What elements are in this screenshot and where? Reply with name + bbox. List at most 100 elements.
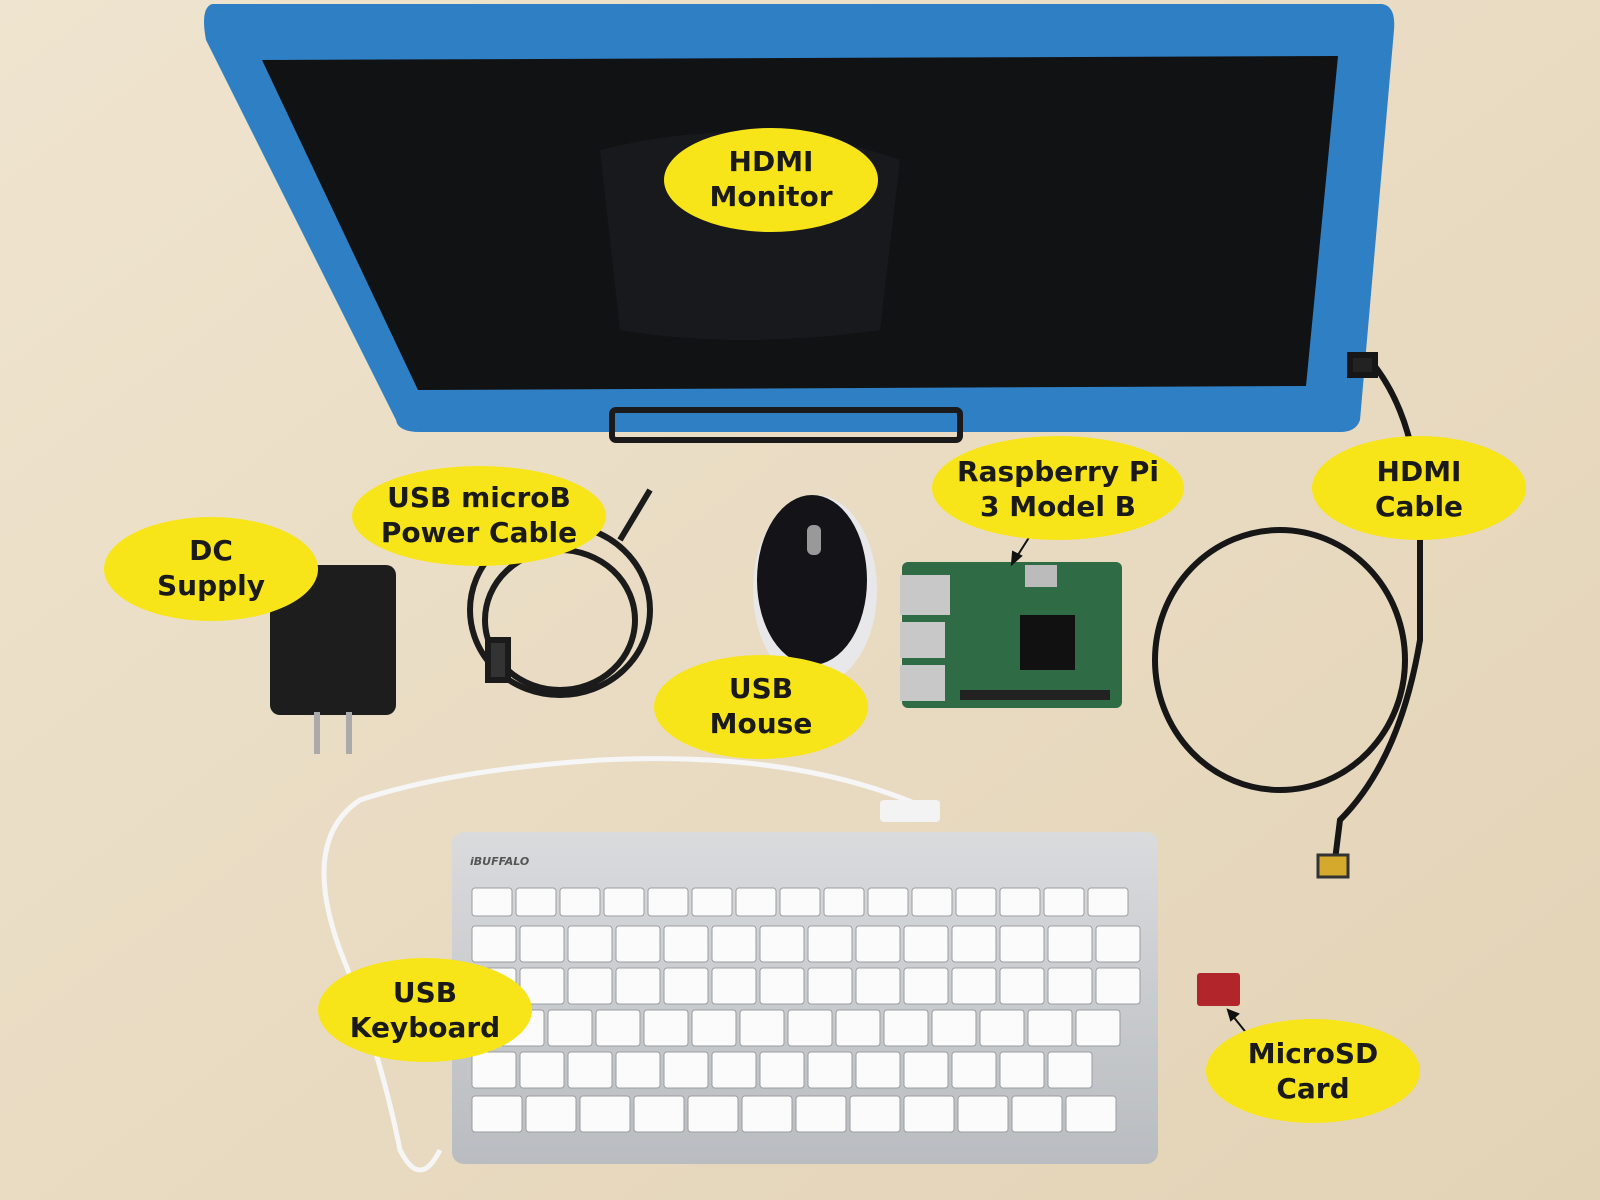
keyboard-key <box>903 967 949 1005</box>
keyboard-key <box>807 967 853 1005</box>
keyboard-key <box>759 967 805 1005</box>
keyboard-key <box>1087 887 1129 917</box>
keyboard-key <box>903 1095 955 1133</box>
keyboard-key <box>931 1009 977 1047</box>
keyboard-key <box>759 925 805 963</box>
keyboard-key <box>663 967 709 1005</box>
keyboard-key <box>567 925 613 963</box>
keyboard-brand: iBUFFALO <box>470 855 529 868</box>
keyboard-key <box>1047 1051 1093 1089</box>
keyboard-key <box>807 1051 853 1089</box>
label-line: Raspberry Pi <box>957 455 1159 488</box>
keyboard-key <box>547 1009 593 1047</box>
keyboard-key <box>951 1051 997 1089</box>
dc-supply <box>270 565 396 754</box>
label-line: Card <box>1276 1072 1349 1105</box>
keyboard-key <box>711 1051 757 1089</box>
keyboard-key <box>855 1051 901 1089</box>
keyboard-key <box>1065 1095 1117 1133</box>
keyboard-key <box>903 925 949 963</box>
keyboard-key <box>1095 925 1141 963</box>
keyboard-usb-cable <box>321 756 932 1173</box>
keyboard-key <box>471 925 517 963</box>
keyboard-key <box>471 887 513 917</box>
keyboard-key <box>567 1051 613 1089</box>
label-usb-keyboard: USB Keyboard <box>318 958 532 1062</box>
keyboard-key <box>855 925 901 963</box>
keyboard-key <box>711 925 757 963</box>
keyboard-key <box>979 1009 1025 1047</box>
keyboard-key <box>855 967 901 1005</box>
label-raspberry-pi: Raspberry Pi 3 Model B <box>932 436 1184 540</box>
keyboard-key <box>519 1051 565 1089</box>
keyboard-key <box>1047 967 1093 1005</box>
keyboard-key <box>579 1095 631 1133</box>
keyboard-key <box>999 1051 1045 1089</box>
keyboard-key <box>957 1095 1009 1133</box>
usb-mouse <box>753 495 877 685</box>
hdmi-cable <box>1152 352 1423 879</box>
microsd-card <box>1197 973 1240 1006</box>
keyboard-key <box>687 1095 739 1133</box>
keyboard-key <box>951 925 997 963</box>
label-line: HDMI <box>729 145 814 178</box>
keyboard-key <box>663 925 709 963</box>
keyboard-key <box>471 1095 523 1133</box>
keyboard-key <box>525 1095 577 1133</box>
label-usb-mouse: USB Mouse <box>654 655 868 759</box>
keyboard-key <box>1095 967 1141 1005</box>
keyboard-key <box>1043 887 1085 917</box>
keyboard-key <box>903 1051 949 1089</box>
keyboard-key <box>691 1009 737 1047</box>
keyboard-key <box>849 1095 901 1133</box>
keyboard-key <box>1027 1009 1073 1047</box>
usb-keyboard: iBUFFALO <box>452 832 1158 1164</box>
keyboard-key <box>955 887 997 917</box>
label-line: USB <box>393 976 457 1009</box>
keyboard-key <box>779 887 821 917</box>
keyboard-key <box>759 1051 805 1089</box>
keyboard-key <box>615 967 661 1005</box>
keyboard-key <box>867 887 909 917</box>
keyboard-key <box>787 1009 833 1047</box>
keyboard-key <box>567 967 613 1005</box>
keyboard-key <box>471 1051 517 1089</box>
raspberry-pi-board <box>900 562 1122 708</box>
label-line: Power Cable <box>381 516 577 549</box>
keyboard-key <box>1075 1009 1121 1047</box>
keyboard-key <box>515 887 557 917</box>
keyboard-key <box>741 1095 793 1133</box>
keyboard-key <box>999 967 1045 1005</box>
keyboard-key <box>883 1009 929 1047</box>
keyboard-key <box>807 925 853 963</box>
keyboard-key <box>999 925 1045 963</box>
keyboard-key <box>911 887 953 917</box>
keyboard-key <box>615 1051 661 1089</box>
label-hdmi-monitor: HDMI Monitor <box>664 128 878 232</box>
keyboard-key <box>595 1009 641 1047</box>
keyboard-key <box>691 887 733 917</box>
label-dc-supply: DC Supply <box>104 517 318 621</box>
keyboard-key <box>951 967 997 1005</box>
keyboard-key <box>1011 1095 1063 1133</box>
keyboard-key <box>559 887 601 917</box>
keyboard-key <box>711 967 757 1005</box>
label-line: Supply <box>157 569 265 602</box>
label-line: USB <box>729 672 793 705</box>
keyboard-key <box>615 925 661 963</box>
label-line: Monitor <box>709 180 832 213</box>
label-line: USB microB <box>387 481 571 514</box>
keyboard-key <box>835 1009 881 1047</box>
keyboard-key <box>735 887 777 917</box>
keyboard-key <box>519 967 565 1005</box>
label-hdmi-cable: HDMI Cable <box>1312 436 1526 540</box>
keyboard-key <box>519 925 565 963</box>
keyboard-key <box>823 887 865 917</box>
keyboard-key <box>739 1009 785 1047</box>
label-line: Mouse <box>710 707 813 740</box>
label-line: 3 Model B <box>980 490 1136 523</box>
keyboard-key <box>647 887 689 917</box>
keyboard-key <box>603 887 645 917</box>
label-line: HDMI <box>1377 455 1462 488</box>
